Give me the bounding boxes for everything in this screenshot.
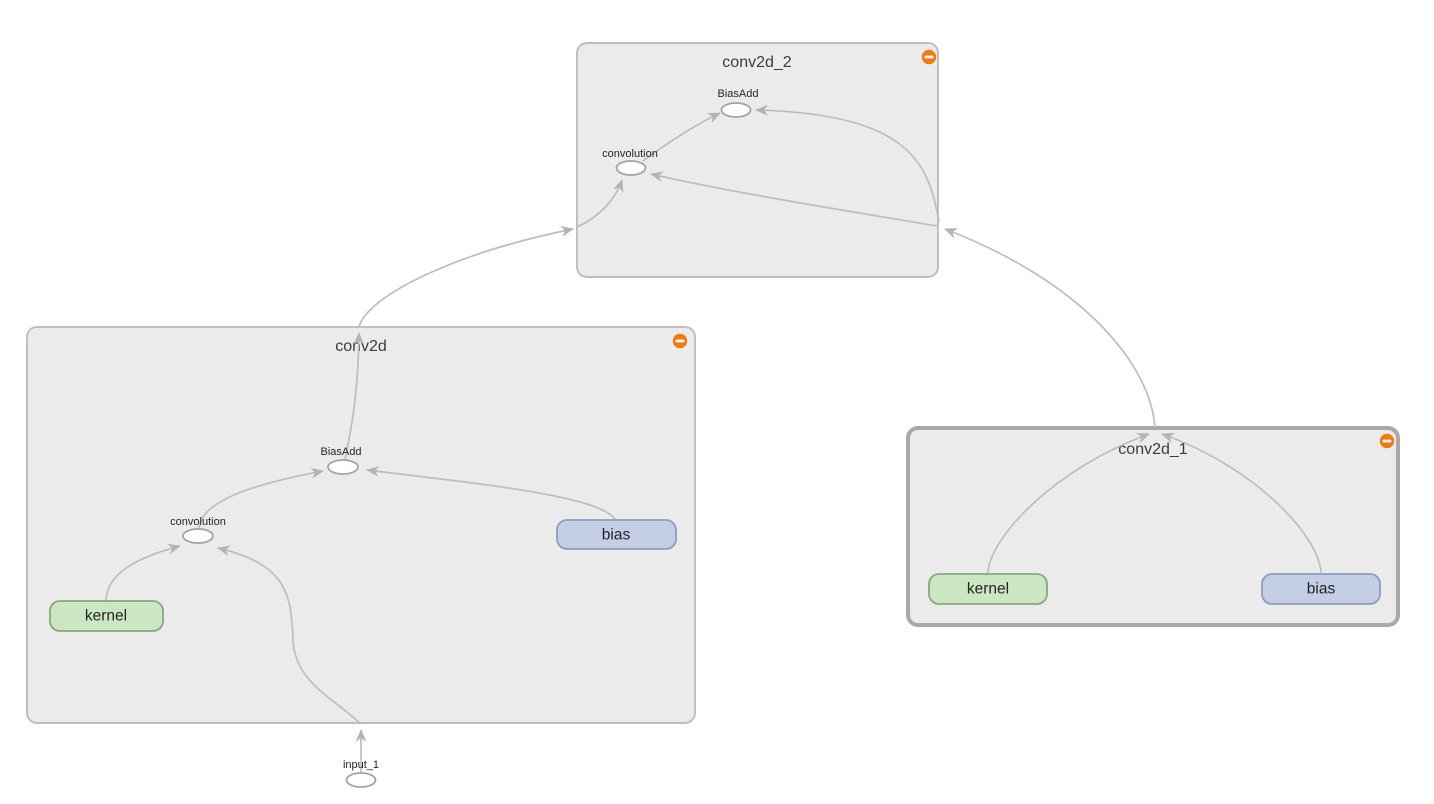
minus-bar	[924, 55, 934, 59]
group-title-conv2d1: conv2d_1	[1118, 441, 1187, 458]
var-node-conv2d1-kernel[interactable]: kernel	[928, 573, 1048, 605]
var-label: bias	[1307, 581, 1336, 598]
group-box-conv2d2[interactable]	[576, 42, 939, 278]
edge-convolution-to-biasadd	[198, 467, 324, 530]
edge-conv2d-to-conv2d2-border	[358, 226, 574, 328]
op-label: input_1	[343, 759, 379, 771]
op-label: convolution	[602, 148, 658, 160]
var-node-conv2d-bias[interactable]: bias	[556, 519, 677, 550]
op-label: BiasAdd	[718, 88, 759, 100]
var-node-conv2d-kernel[interactable]: kernel	[49, 600, 164, 632]
edge-conv2d-to-conv2d2-convolution	[576, 179, 624, 228]
edge-biasadd-to-conv2d-border	[344, 332, 365, 461]
var-label: kernel	[967, 581, 1009, 598]
minus-bar	[1382, 439, 1392, 443]
collapse-minus-icon[interactable]	[1379, 433, 1395, 449]
var-node-conv2d1-bias[interactable]: bias	[1261, 573, 1381, 605]
edge-bias-to-biasadd	[366, 466, 617, 522]
group-node-conv2d2[interactable]: conv2d_2	[576, 42, 939, 278]
collapse-minus-icon[interactable]	[672, 333, 688, 349]
edge-conv2d1-bias-to-border	[1161, 432, 1322, 574]
edge-conv2d1-to-conv2d2-biasadd	[755, 104, 940, 223]
edge-kernel-to-convolution	[105, 543, 181, 602]
op-node-conv2d-biasadd[interactable]: BiasAdd	[321, 446, 362, 475]
op-node-input1[interactable]: input_1	[343, 759, 379, 788]
var-label: bias	[602, 527, 631, 544]
op-label: convolution	[170, 516, 226, 528]
op-node-conv2d-convolution[interactable]: convolution	[170, 516, 226, 544]
collapse-minus-icon[interactable]	[921, 49, 937, 65]
edge-input1-to-convolution	[217, 545, 362, 725]
op-label: BiasAdd	[321, 446, 362, 458]
edge-conv2d2-convolution-to-biasadd	[642, 112, 721, 162]
op-node-conv2d2-convolution[interactable]: convolution	[602, 148, 658, 176]
edge-conv2d1-to-conv2d2-convolution	[650, 171, 938, 227]
group-title-conv2d2: conv2d_2	[722, 54, 791, 71]
edges	[105, 104, 1322, 772]
minus-bar	[675, 339, 685, 343]
edge-conv2d1-kernel-to-border	[987, 432, 1150, 574]
group-title-conv2d: conv2d	[335, 338, 387, 355]
edge-conv2d1-to-conv2d2-border	[944, 228, 1156, 429]
var-label: kernel	[85, 608, 127, 625]
op-node-conv2d2-biasadd[interactable]: BiasAdd	[718, 88, 759, 118]
